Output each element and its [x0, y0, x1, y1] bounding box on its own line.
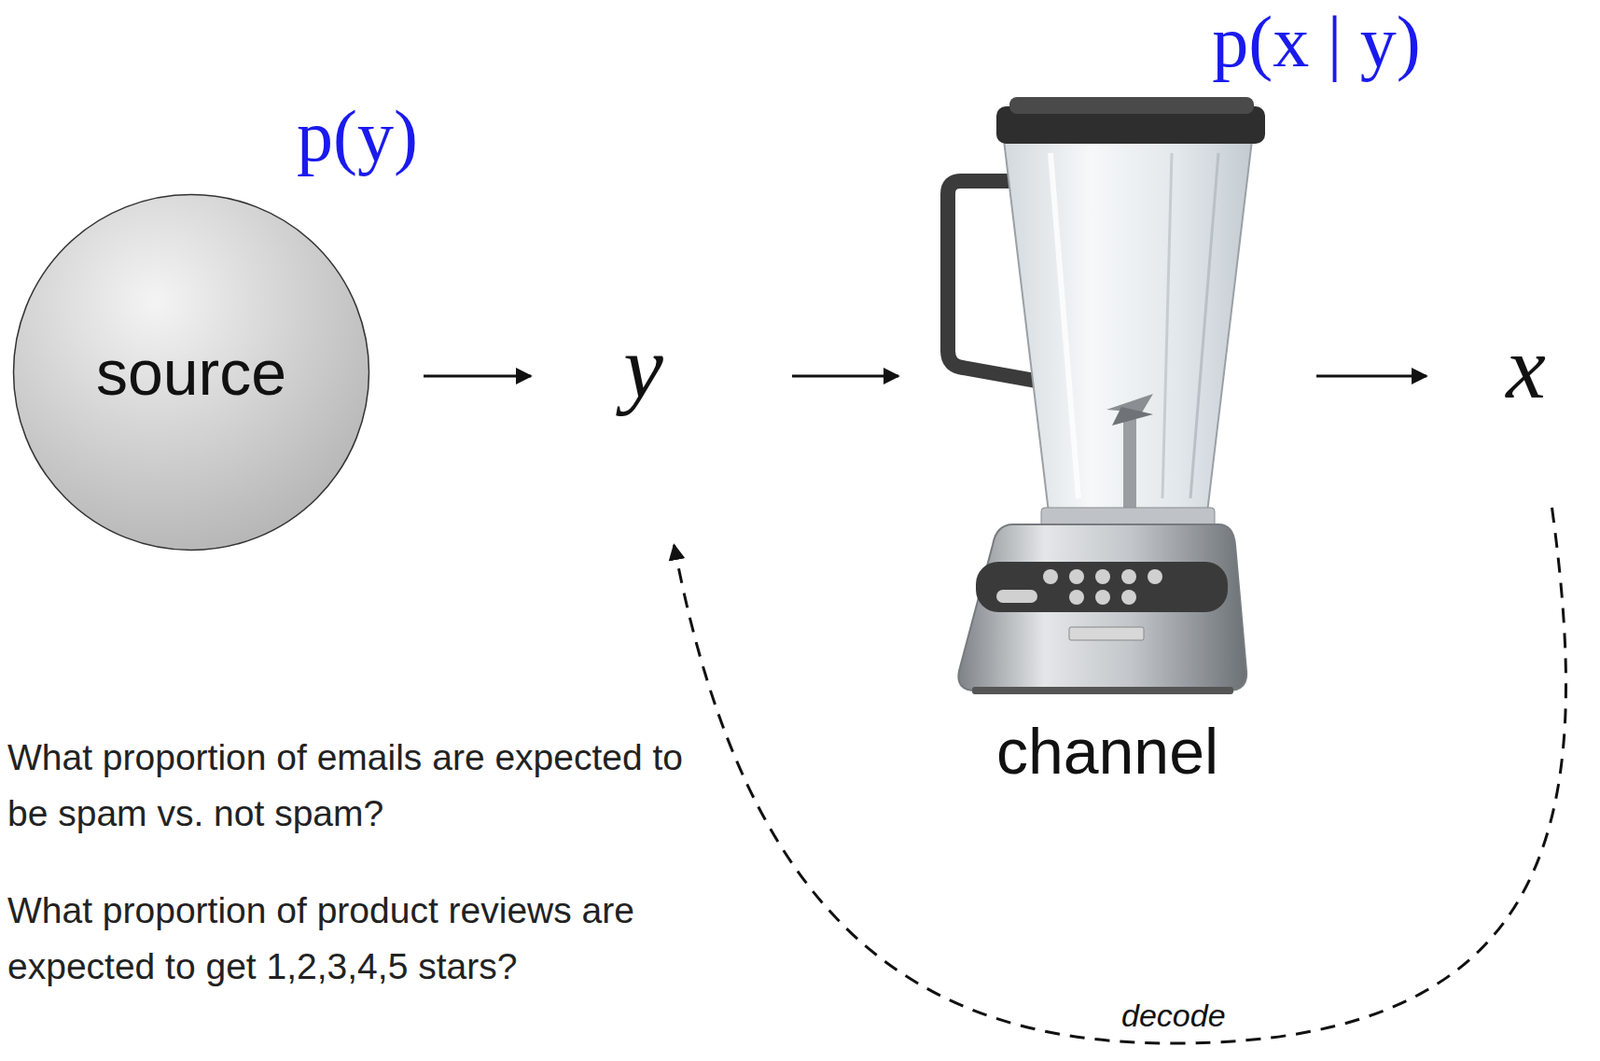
variable-label: x — [1505, 318, 1546, 418]
blender-illustration — [938, 97, 1266, 695]
variable-node: y — [617, 316, 669, 419]
flow-arrow — [1316, 375, 1427, 378]
variable-label: y — [623, 318, 664, 418]
prior-formula: p(y) — [296, 96, 418, 177]
source-circle: p(y)source — [12, 193, 371, 552]
edge-label: decode — [1115, 997, 1232, 1034]
flow-arrow — [792, 375, 899, 378]
note-text: What proportion of emails are expected t… — [7, 729, 726, 842]
flow-arrow — [423, 375, 531, 378]
channel-node: p(x | y)channel — [938, 97, 1266, 695]
node-label: channel — [996, 716, 1219, 787]
channel-formula: p(x | y) — [1211, 1, 1421, 83]
decode-arrow — [674, 507, 1567, 1044]
node-label: source — [96, 337, 287, 408]
note-text: What proportion of product reviews are e… — [7, 882, 726, 995]
variable-node: x — [1500, 316, 1552, 419]
